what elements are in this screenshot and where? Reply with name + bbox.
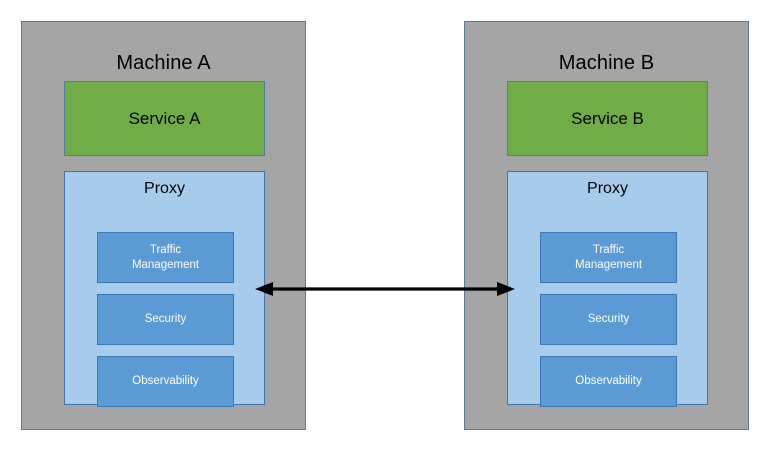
machine-a-capability-security-label: Security	[144, 313, 187, 325]
machine-b-capability-security-label: Security	[587, 313, 630, 325]
machine-a-box: Machine A Service A Proxy Traffic Manage…	[21, 21, 306, 430]
machine-a-capability-traffic-management-label: Traffic Management	[131, 243, 200, 271]
machine-a-proxy-box: Proxy Traffic Management Security Observ…	[64, 171, 265, 407]
machine-a-service-label: Service A	[128, 108, 201, 128]
machine-a-service-box: Service A	[64, 81, 265, 156]
machine-b-capability-traffic-management: Traffic Management	[540, 232, 677, 283]
machine-b-title: Machine B	[558, 52, 655, 74]
proxy-to-proxy-connector	[255, 272, 515, 306]
machine-a-capability-security: Security	[97, 294, 234, 345]
machine-b-box: Machine B Service B Proxy Traffic Manage…	[464, 21, 749, 430]
machine-a-title: Machine A	[116, 52, 211, 74]
machine-a-capability-observability-label: Observability	[132, 375, 199, 387]
machine-a-capability-observability: Observability	[97, 356, 234, 407]
machine-b-capability-traffic-management-label: Traffic Management	[574, 243, 643, 271]
double-arrow-icon	[255, 282, 515, 296]
machine-b-service-box: Service B	[507, 81, 708, 156]
machine-b-proxy-title: Proxy	[587, 180, 628, 197]
machine-b-proxy-box: Proxy Traffic Management Security Observ…	[507, 171, 708, 407]
machine-b-service-label: Service B	[571, 108, 644, 128]
machine-a-proxy-title: Proxy	[144, 180, 185, 197]
machine-b-capability-observability: Observability	[540, 356, 677, 407]
machine-a-capability-traffic-management: Traffic Management	[97, 232, 234, 283]
machine-b-capability-observability-label: Observability	[575, 375, 642, 387]
machine-b-capability-security: Security	[540, 294, 677, 345]
